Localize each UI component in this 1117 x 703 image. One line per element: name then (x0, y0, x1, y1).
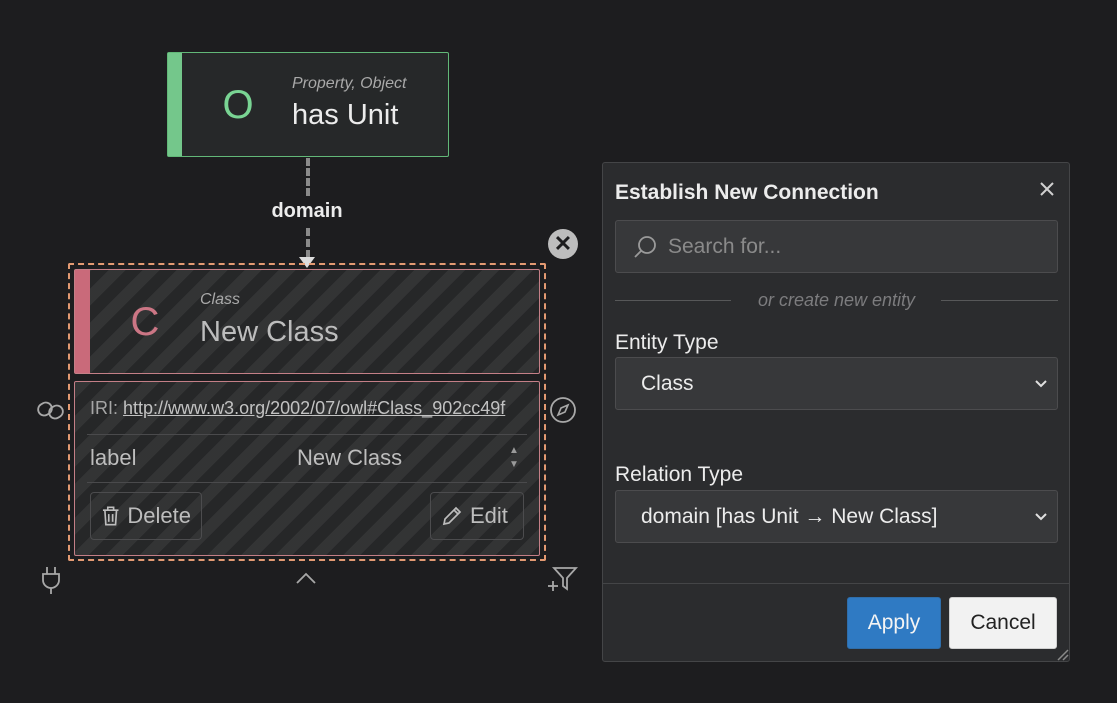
chevron-down-icon (1035, 380, 1047, 388)
trash-icon (102, 506, 119, 526)
resize-handle-icon[interactable] (1055, 647, 1069, 661)
class-node-details: IRI: http://www.w3.org/2002/07/owl#Class… (74, 381, 540, 556)
or-create-divider-text: or create new entity (757, 290, 916, 310)
edge-line-top (306, 158, 310, 196)
cancel-button[interactable]: Cancel (949, 597, 1057, 649)
edge-line-bottom (306, 228, 310, 258)
search-field[interactable] (615, 220, 1058, 273)
link-icon[interactable] (36, 397, 66, 423)
property-name: has Unit (292, 99, 399, 131)
class-color-stripe (75, 270, 90, 373)
property-type-letter: O (222, 83, 254, 127)
dialog-footer-divider (603, 583, 1069, 584)
dialog-title: Establish New Connection (615, 181, 879, 204)
edit-label: Edit (470, 503, 508, 528)
search-input[interactable] (666, 221, 1046, 272)
edge-label-domain[interactable]: domain (271, 200, 343, 222)
iri-label: IRI: (90, 398, 119, 418)
scroll-stepper[interactable]: ▲▼ (509, 445, 519, 470)
search-icon (634, 236, 656, 258)
class-type-label: Class (200, 291, 241, 308)
relation-type-value: domain [has Unit → New Class] (641, 505, 938, 528)
property-node-has-unit[interactable]: O Property, Object has Unit (167, 52, 449, 157)
compass-icon[interactable] (549, 396, 577, 424)
iri-row: IRI: http://www.w3.org/2002/07/owl#Class… (90, 398, 526, 419)
delete-label: Delete (127, 503, 191, 528)
entity-type-select[interactable]: Class (615, 357, 1058, 410)
iri-link[interactable]: http://www.w3.org/2002/07/owl#Class_902c… (123, 398, 506, 418)
selection-outline (68, 263, 546, 561)
plug-icon[interactable] (40, 565, 62, 595)
filter-add-icon[interactable] (548, 565, 578, 593)
edit-button[interactable]: Edit (430, 492, 524, 540)
remove-selection-icon[interactable]: ✕ (548, 229, 578, 259)
divider-line-left (615, 300, 731, 301)
edge-arrowhead (299, 257, 315, 268)
class-node-header[interactable]: C Class New Class (74, 269, 540, 374)
divider (87, 434, 527, 435)
class-name: New Class (200, 316, 339, 348)
establish-connection-dialog: Establish New Connection or create new e… (602, 162, 1070, 662)
property-key-label: label (90, 445, 137, 470)
delete-button[interactable]: Delete (90, 492, 202, 540)
property-value: New Class (297, 445, 403, 470)
close-icon[interactable] (1033, 175, 1061, 203)
chevron-up-icon[interactable] (294, 570, 318, 586)
relation-type-label: Relation Type (615, 463, 744, 486)
divider (87, 482, 527, 483)
entity-type-label: Entity Type (615, 331, 719, 354)
chevron-down-icon (1035, 513, 1047, 521)
entity-type-value: Class (641, 372, 694, 395)
class-type-letter: C (130, 300, 160, 344)
divider-line-right (941, 300, 1058, 301)
pencil-icon (442, 506, 462, 526)
property-color-stripe (168, 53, 182, 156)
relation-type-select[interactable]: domain [has Unit → New Class] (615, 490, 1058, 543)
apply-button[interactable]: Apply (847, 597, 941, 649)
property-type-label: Property, Object (292, 75, 407, 92)
